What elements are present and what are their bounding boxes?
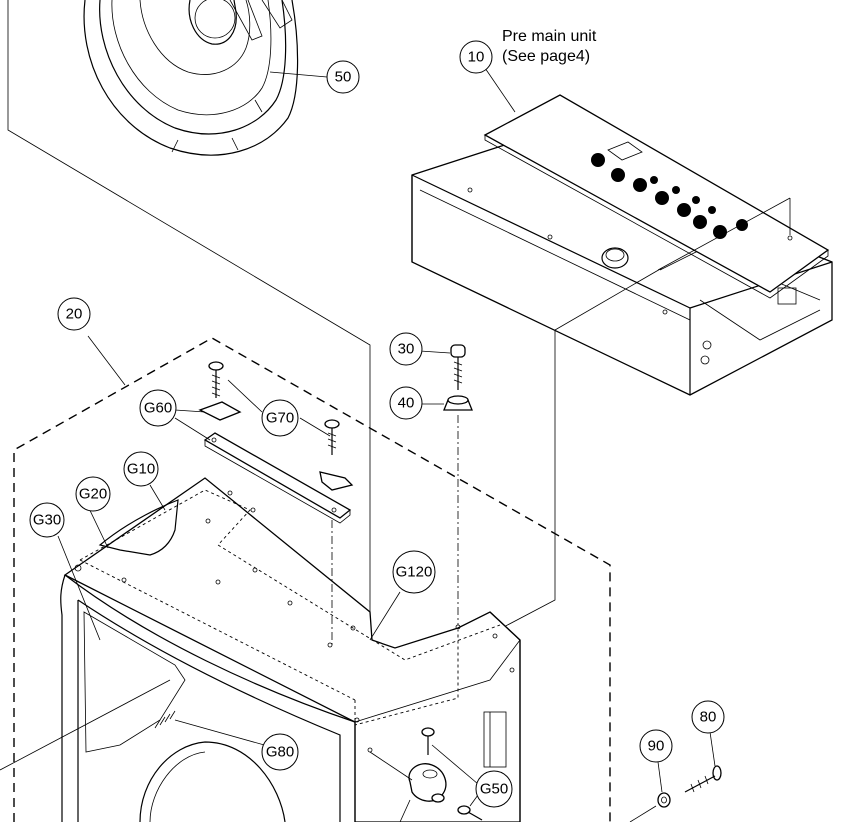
- leader-g10: [149, 484, 166, 511]
- callout-g10: G10: [123, 451, 159, 487]
- note-line-1: Pre main unit: [502, 28, 597, 45]
- leader-20: [87, 335, 126, 386]
- leader-g50-c: [369, 751, 413, 781]
- leader-g80: [174, 719, 276, 749]
- bolt-30: [450, 344, 466, 390]
- callout-g80: G80: [261, 733, 299, 771]
- callout-g70: G70: [261, 399, 299, 437]
- callout-50: 50: [326, 60, 360, 94]
- svg-text:G80: G80: [266, 744, 294, 761]
- svg-text:G60: G60: [144, 400, 172, 417]
- control-knobs: [591, 153, 748, 239]
- spacer-40: [443, 395, 473, 411]
- leader-g60-b: [174, 409, 206, 413]
- callout-10: 10: [459, 40, 493, 74]
- leader-10: [484, 67, 516, 113]
- leader-g50-a: [431, 744, 479, 785]
- leader-90: [657, 761, 663, 793]
- callout-30: 30: [389, 332, 423, 366]
- callout-90: 90: [639, 729, 673, 763]
- knob-g50: [408, 727, 483, 821]
- leader-unit-to-body: [459, 267, 663, 651]
- svg-text:G70: G70: [266, 410, 294, 427]
- screw-g70-left: [208, 361, 224, 398]
- leader-g50-d: [399, 799, 411, 822]
- callout-g120: G120: [392, 550, 436, 594]
- screw-80: [684, 765, 722, 793]
- svg-text:50: 50: [335, 69, 352, 86]
- svg-text:10: 10: [468, 49, 485, 66]
- svg-text:G50: G50: [480, 781, 508, 798]
- leader-g30: [57, 535, 101, 641]
- washer-90: [657, 792, 671, 808]
- bracket-g60: [198, 401, 354, 524]
- svg-text:40: 40: [398, 395, 415, 412]
- leader-speaker-mount: [7, 0, 371, 612]
- svg-text:80: 80: [700, 709, 717, 726]
- callout-g30: G30: [29, 502, 65, 538]
- leader-30: [419, 350, 451, 354]
- note-line-2: (See page4): [502, 48, 590, 65]
- svg-text:30: 30: [398, 341, 415, 358]
- leader-grill: [0, 679, 171, 771]
- callout-40: 40: [389, 386, 423, 420]
- callout-g60: G60: [139, 389, 177, 427]
- callout-g50: G50: [475, 770, 513, 808]
- svg-text:20: 20: [66, 306, 83, 323]
- svg-text:90: 90: [648, 738, 665, 755]
- leader-g70-b: [299, 417, 331, 437]
- leader-g120: [369, 591, 401, 641]
- leader-unit-screw-2: [657, 197, 791, 271]
- svg-text:G120: G120: [396, 564, 433, 581]
- pre-main-unit: [411, 94, 833, 396]
- assembly-boundary: [13, 337, 611, 822]
- leader-g50-b: [469, 794, 479, 807]
- svg-text:G20: G20: [79, 486, 107, 503]
- axis-90: [629, 805, 657, 822]
- speaker-part: [83, 0, 299, 156]
- screw-g70-right: [324, 419, 340, 455]
- leader-g60: [174, 417, 211, 441]
- leader-g70-a: [227, 379, 263, 413]
- callout-g20: G20: [75, 476, 111, 512]
- svg-text:G10: G10: [127, 461, 155, 478]
- callout-80: 80: [691, 700, 725, 734]
- cabinet-body: [60, 477, 521, 822]
- callout-20: 20: [57, 297, 91, 331]
- svg-text:G30: G30: [33, 512, 61, 529]
- leader-80: [709, 731, 716, 767]
- leader-50: [269, 71, 328, 78]
